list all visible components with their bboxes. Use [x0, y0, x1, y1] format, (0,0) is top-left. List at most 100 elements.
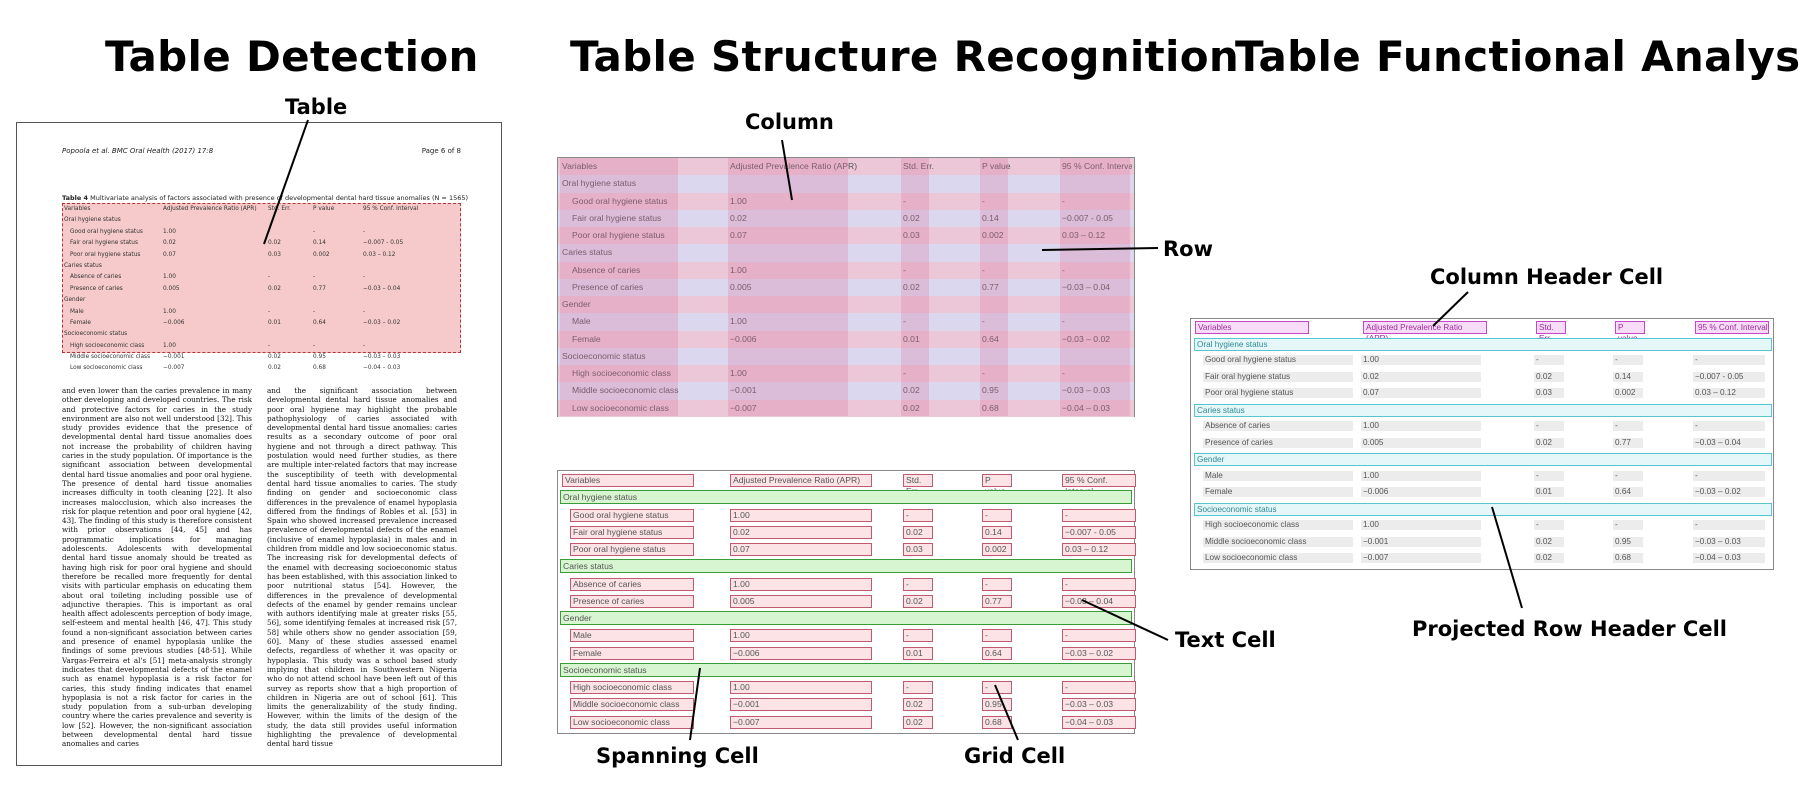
table-cell: −0.007 - 0.05	[1695, 371, 1744, 381]
doc-table-section-label: Oral hygiene status	[64, 217, 121, 224]
grid-cell: -	[903, 629, 933, 643]
grid-cell: Poor oral hygiene status	[570, 543, 694, 556]
table-cell: 1.00	[1363, 470, 1379, 480]
grid-cell: −0.03 – 0.04	[1062, 594, 1136, 608]
table-cell: -	[903, 264, 906, 275]
grid-cell: −0.04 – 0.03	[1062, 715, 1136, 729]
cell-background	[1693, 553, 1765, 563]
table-cell: −0.03 – 0.03	[1695, 536, 1741, 546]
table-cell: 0.07	[1363, 388, 1379, 397]
doc-table-cell: Male	[70, 308, 84, 315]
doc-table-cell: P value	[313, 206, 335, 212]
table-cell: -	[982, 264, 985, 275]
table-cell: 0.64	[982, 333, 999, 344]
section-label: Gender	[562, 299, 591, 309]
cell-background	[1203, 371, 1353, 382]
cell-background	[1613, 553, 1643, 563]
doc-table-cell: 0.02	[268, 354, 281, 361]
table-cell: High socioeconomic class	[1205, 520, 1300, 529]
cell-background	[1693, 536, 1765, 547]
table-cell: -	[1615, 520, 1618, 529]
grid-cell: 0.005	[730, 594, 872, 608]
doc-table-cell: -	[363, 308, 366, 315]
cell-background	[1613, 520, 1643, 530]
doc-table-cell: -	[268, 342, 271, 349]
projected-row-header-cell: Socioeconomic status	[1194, 502, 1772, 516]
grid-cell: Low socioeconomic class	[570, 715, 694, 729]
doc-table-cell: 0.07	[163, 251, 176, 258]
table-cell: 1.00	[1363, 355, 1379, 364]
label-table: Table	[285, 95, 348, 119]
grid-cell: 1.00	[730, 681, 872, 694]
cell-background	[1693, 371, 1765, 382]
table-cell: −0.007 - 0.05	[1062, 212, 1113, 223]
doc-table-cell: 0.02	[163, 240, 176, 247]
cell-background	[1534, 388, 1564, 398]
table-cell: Poor oral hygiene status	[1205, 388, 1294, 397]
grid-cell: -	[1062, 629, 1136, 643]
cell-background	[1693, 487, 1765, 497]
cell-background	[1361, 371, 1481, 382]
table-cell: -	[1695, 470, 1698, 480]
doc-table-section-label: Caries status	[64, 262, 102, 269]
table-cell: 0.07	[730, 230, 747, 240]
table-cell: 0.005	[1363, 437, 1384, 447]
doc-table-cell: -	[313, 274, 316, 281]
table-cell: 0.02	[1363, 371, 1379, 381]
cell-background	[1361, 536, 1481, 547]
label-column: Column	[745, 110, 834, 134]
doc-table-cell: High socioeconomic class	[70, 342, 145, 349]
cell-background	[1693, 470, 1765, 481]
table-cell: Middle socioeconomic class	[572, 385, 679, 396]
cell-background	[1361, 487, 1481, 497]
grid-cell: -	[982, 508, 1012, 522]
doc-table-section-row: Oral hygiene status	[63, 215, 460, 226]
doc-table-cell: 0.03 – 0.12	[363, 251, 396, 258]
table-cell: Female	[1205, 487, 1233, 496]
cell-background	[1361, 421, 1481, 431]
document-header-right: Page 6 of 8	[421, 147, 461, 155]
grid-cell: 0.77	[982, 594, 1012, 608]
document-header-left: Popoola et al. BMC Oral Health (2017) 17…	[62, 147, 214, 155]
doc-table-cell: Presence of caries	[70, 285, 123, 292]
table-cell: P value	[982, 161, 1011, 171]
table-cell: 95 % Conf. Interval	[1062, 161, 1132, 171]
table-cell: 0.03 – 0.12	[1062, 230, 1106, 240]
cell-background	[1203, 553, 1353, 563]
column-band	[560, 158, 678, 416]
grid-cell: −0.007 - 0.05	[1062, 525, 1136, 539]
table-cell: 0.01	[1536, 487, 1552, 496]
section-row: Socioeconomic status	[558, 347, 1134, 365]
spanning-row: Caries status	[558, 557, 1134, 574]
grid-cell: 0.03	[903, 543, 933, 556]
doc-table-cell: 95 % Conf. Interval	[363, 206, 419, 212]
grid-cell: Absence of caries	[570, 577, 694, 591]
doc-table-cell: 0.77	[313, 285, 326, 292]
section-label: Socioeconomic status	[562, 350, 646, 361]
grid-cell: 0.01	[903, 646, 933, 660]
cell-background	[1361, 355, 1481, 365]
table-cell: Fair oral hygiene status	[1205, 371, 1291, 381]
table-cell: 1.00	[730, 195, 747, 206]
header-grid-cell: Variables	[562, 474, 694, 487]
table-cell: 0.02	[903, 212, 920, 223]
grid-cell: -	[982, 629, 1012, 643]
doc-table-cell: Absence of caries	[70, 274, 122, 281]
table-cell: 1.00	[730, 264, 747, 275]
doc-table-cell: Adjusted Prevalence Ratio (APR)	[163, 206, 257, 212]
grid-cell: -	[1062, 577, 1136, 591]
table-cell: -	[1695, 520, 1698, 529]
grid-cell: -	[982, 681, 1012, 694]
doc-table-cell: -	[363, 228, 366, 235]
table-cell: -	[1695, 421, 1698, 430]
column-band	[1060, 158, 1130, 416]
table-cell: −0.03 – 0.02	[1695, 487, 1741, 496]
